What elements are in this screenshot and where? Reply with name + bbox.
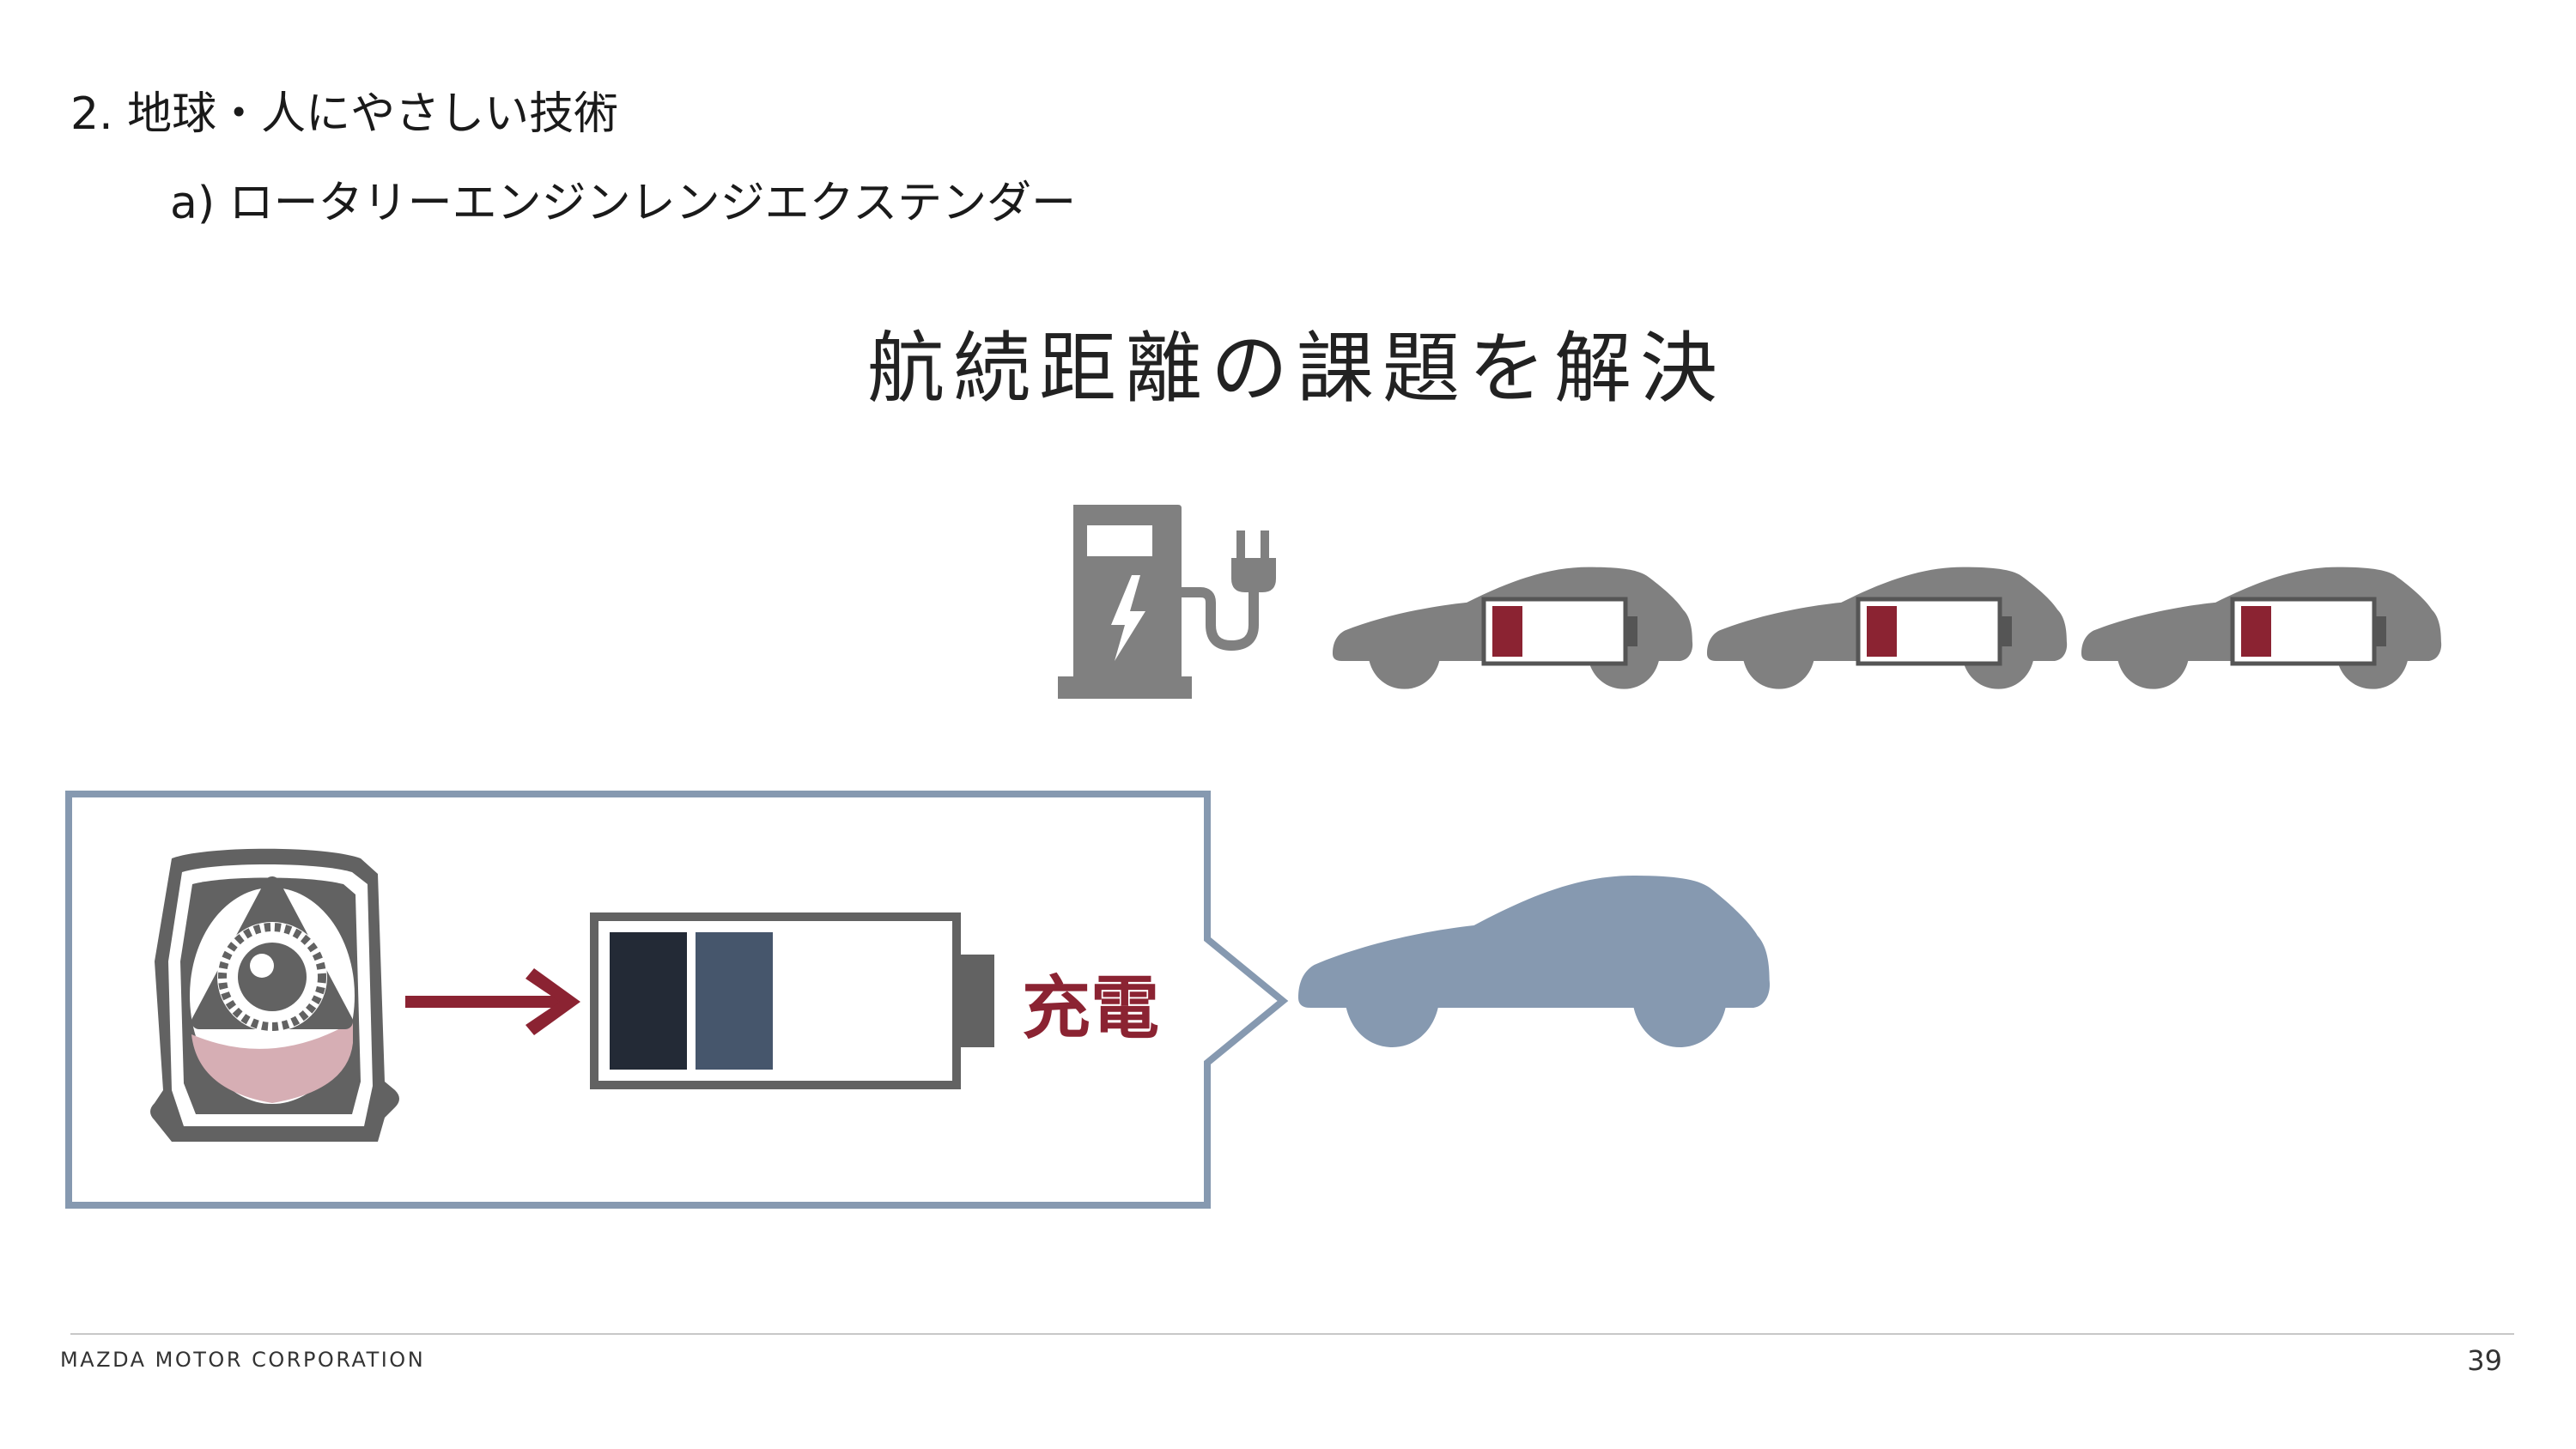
slide-headline: 航続距離の課題を解決 — [867, 324, 1726, 414]
company-name: MAZDA MOTOR CORPORATION — [60, 1348, 426, 1372]
subsection-title: a) ロータリーエンジンレンジエクステンダー — [170, 178, 1077, 229]
battery-icon — [590, 912, 994, 1089]
battery-cell — [610, 932, 687, 1070]
section-title: 2. 地球・人にやさしい技術 — [70, 88, 619, 140]
plug-icon — [1182, 530, 1276, 652]
footer-divider — [70, 1333, 2514, 1335]
rotary-engine-icon — [150, 848, 399, 1142]
battery-cell — [696, 932, 773, 1070]
charge-label: 充電 — [1022, 968, 1159, 1048]
battery-icon — [2233, 599, 2386, 664]
battery-icon — [1858, 599, 2012, 664]
arrow-right-icon — [405, 968, 580, 1035]
charging-station-icon — [1058, 505, 1192, 699]
page-number: 39 — [2467, 1344, 2502, 1377]
battery-icon — [1484, 599, 1637, 664]
car-icon — [1298, 876, 1771, 1047]
